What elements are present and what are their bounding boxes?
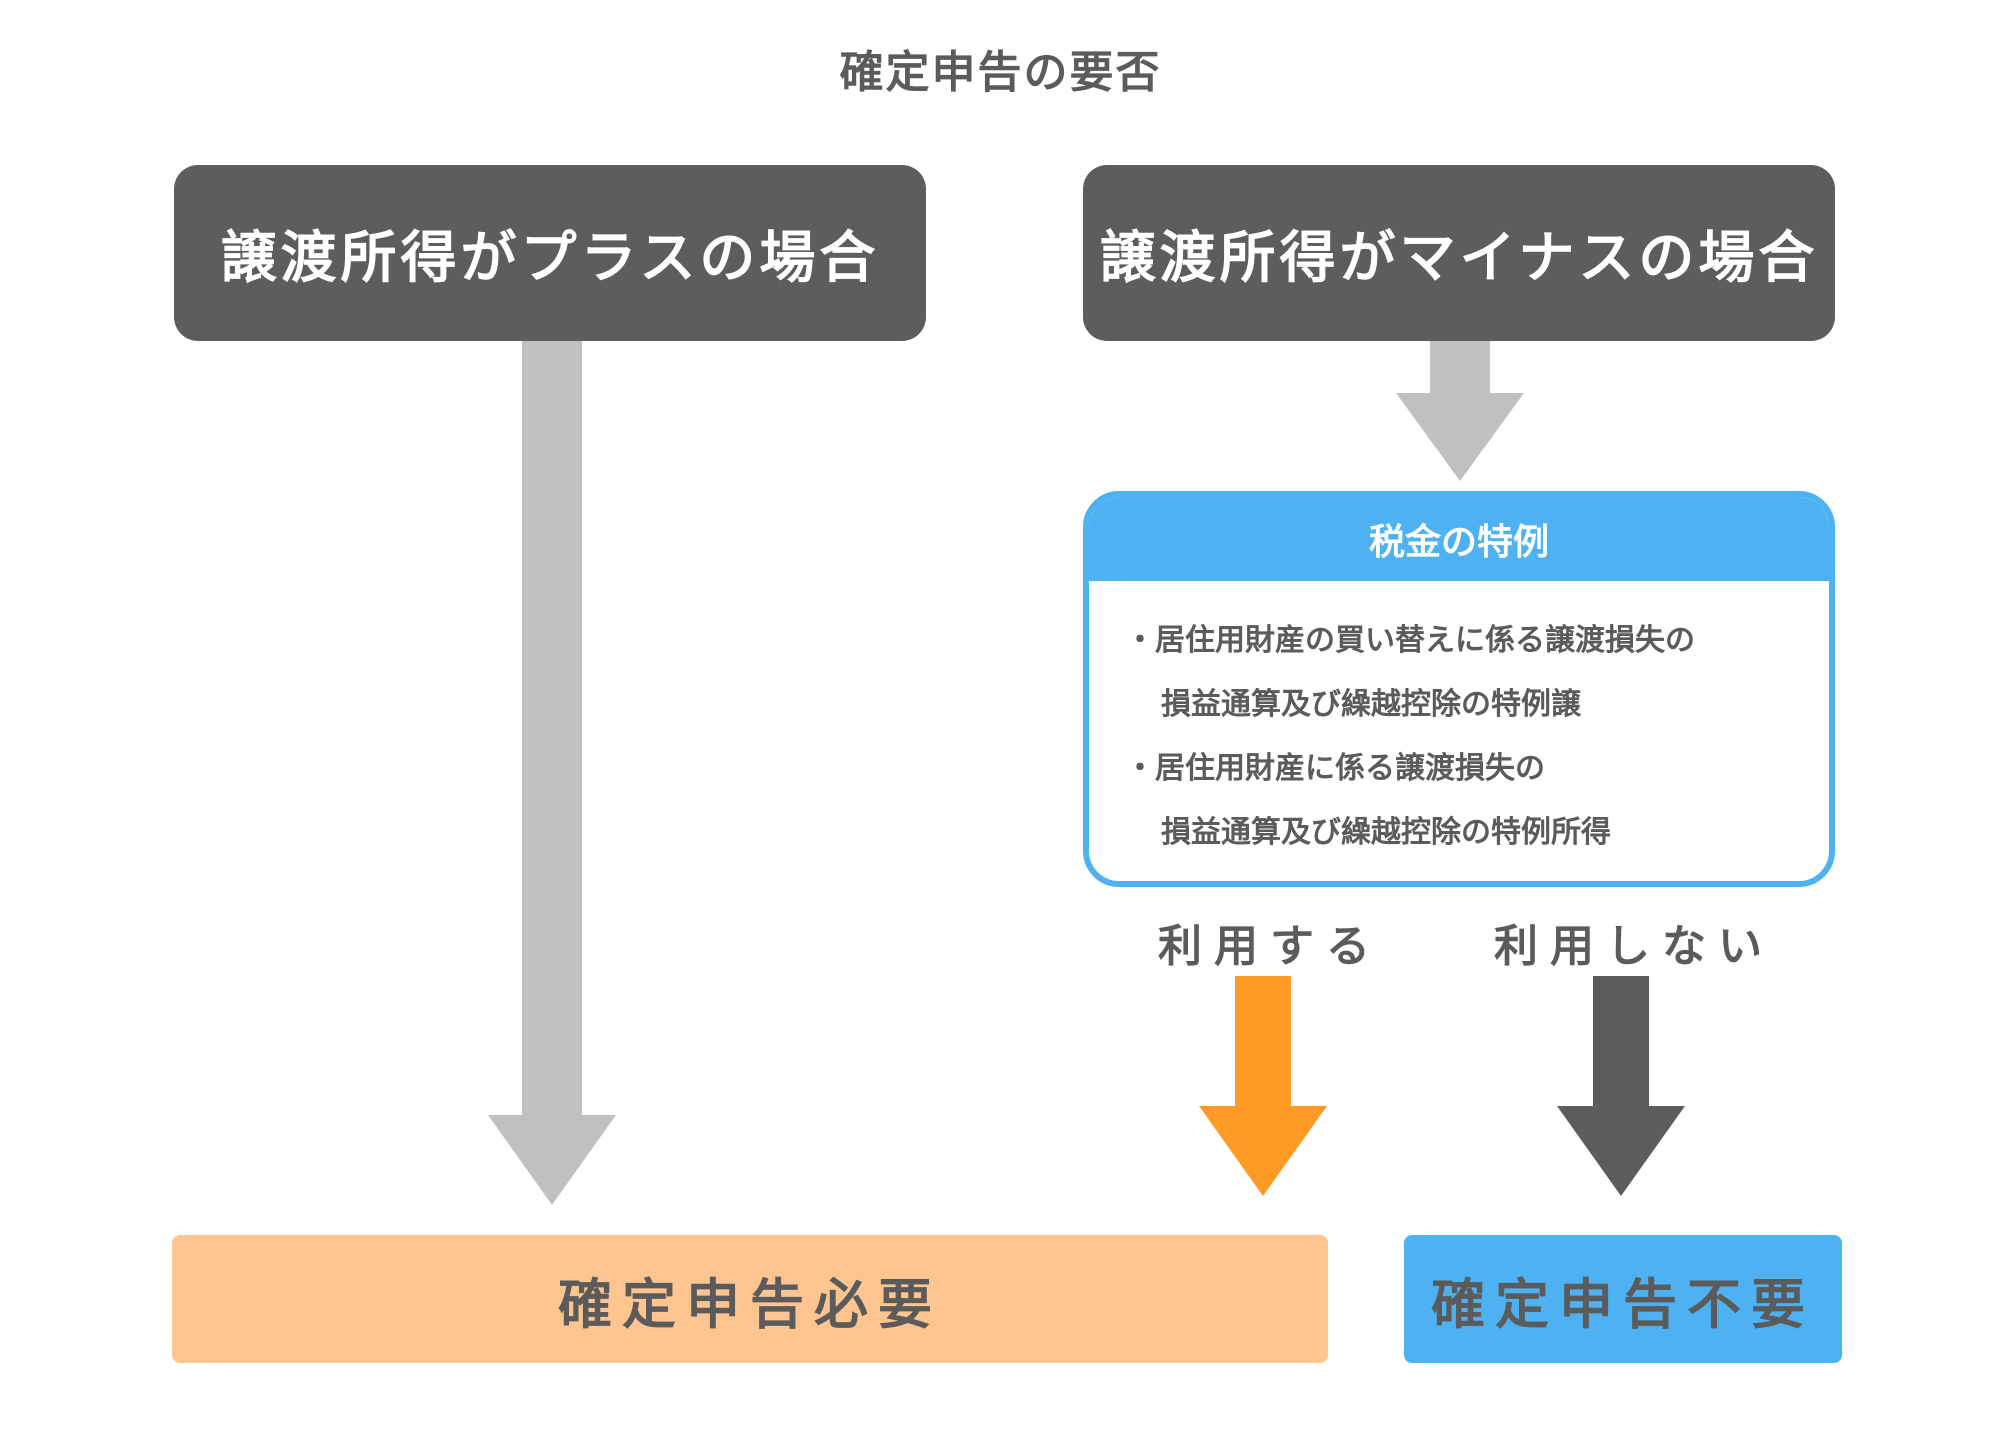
result-not-required-label: 確定申告不要 bbox=[1431, 1272, 1815, 1336]
diagram-title: 確定申告の要否 bbox=[839, 47, 1162, 98]
list-item: ・居住用財産の買い替えに係る譲渡損失の 損益通算及び繰越控除の特例譲 bbox=[1125, 609, 1829, 737]
result-not-required-box: 確定申告不要 bbox=[1404, 1235, 1842, 1363]
not-use-label: 利用しない bbox=[1494, 921, 1774, 972]
use-to-required-arrow bbox=[1199, 976, 1327, 1196]
not-use-to-not-required-arrow bbox=[1557, 976, 1685, 1196]
minus-case-box: 譲渡所得がマイナスの場合 bbox=[1083, 165, 1835, 341]
minus-case-label: 譲渡所得がマイナスの場合 bbox=[1099, 225, 1819, 291]
tax-special-header: 税金の特例 bbox=[1089, 497, 1829, 581]
plus-case-box: 譲渡所得がプラスの場合 bbox=[174, 165, 926, 341]
result-required-label: 確定申告必要 bbox=[558, 1272, 942, 1336]
tax-special-list: ・居住用財産の買い替えに係る譲渡損失の 損益通算及び繰越控除の特例譲 ・居住用財… bbox=[1089, 581, 1829, 865]
list-item-line2: 損益通算及び繰越控除の特例所得 bbox=[1161, 815, 1611, 850]
plus-case-label: 譲渡所得がプラスの場合 bbox=[220, 225, 880, 291]
result-required-box: 確定申告必要 bbox=[172, 1235, 1328, 1363]
tax-special-box: 税金の特例 ・居住用財産の買い替えに係る譲渡損失の 損益通算及び繰越控除の特例譲… bbox=[1083, 491, 1835, 887]
list-item-line1: ・居住用財産の買い替えに係る譲渡損失の bbox=[1125, 623, 1695, 658]
minus-to-special-arrow bbox=[1396, 341, 1524, 481]
list-item-line1: ・居住用財産に係る譲渡損失の bbox=[1125, 751, 1545, 786]
plus-to-required-arrow bbox=[488, 341, 616, 1205]
use-label: 利用する bbox=[1158, 921, 1382, 972]
list-item: ・居住用財産に係る譲渡損失の 損益通算及び繰越控除の特例所得 bbox=[1125, 737, 1829, 865]
list-item-line2: 損益通算及び繰越控除の特例譲 bbox=[1161, 687, 1581, 722]
